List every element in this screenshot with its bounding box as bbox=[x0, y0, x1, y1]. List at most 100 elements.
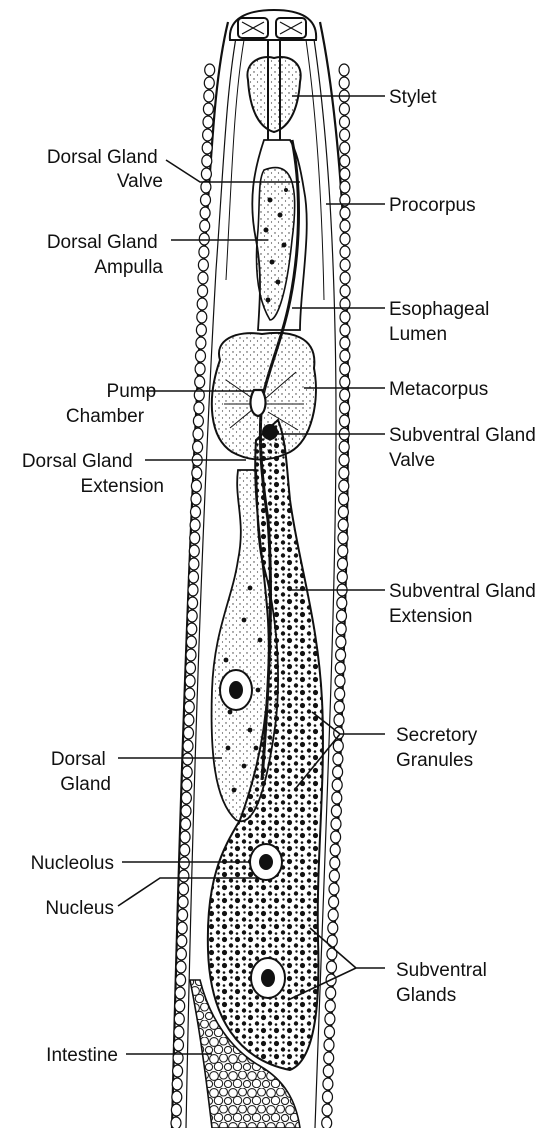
annule-right bbox=[340, 311, 350, 323]
annule-right bbox=[340, 207, 350, 219]
annule-right bbox=[339, 103, 349, 115]
annule-right bbox=[340, 272, 350, 284]
annule-right bbox=[331, 818, 341, 830]
annule-right bbox=[340, 181, 350, 193]
annule-left bbox=[181, 818, 191, 830]
annule-left bbox=[179, 857, 189, 869]
annule-right bbox=[340, 415, 350, 427]
annule-right bbox=[340, 233, 350, 245]
annule-right bbox=[338, 519, 348, 531]
annule-right bbox=[323, 1078, 333, 1090]
annule-right bbox=[330, 844, 340, 856]
annule-left bbox=[194, 402, 204, 414]
annule-left bbox=[195, 376, 205, 388]
annule-left bbox=[205, 64, 215, 76]
annule-left bbox=[196, 324, 206, 336]
annule-right bbox=[340, 337, 350, 349]
annule-left bbox=[203, 129, 213, 141]
label-dorsal-gland-extension: Dorsal Gland Extension bbox=[22, 451, 164, 497]
annule-left bbox=[195, 363, 205, 375]
annule-right bbox=[322, 1104, 332, 1116]
annule-left bbox=[199, 233, 209, 245]
annule-right bbox=[330, 857, 340, 869]
pump-chamber bbox=[251, 390, 266, 416]
annule-left bbox=[203, 103, 213, 115]
annule-left bbox=[192, 467, 202, 479]
annule-right bbox=[325, 1013, 335, 1025]
annule-left bbox=[181, 805, 191, 817]
annule-right bbox=[333, 753, 343, 765]
subventral-gland-nucleus-upper bbox=[250, 844, 282, 880]
dorsal-gland-nucleus bbox=[220, 670, 252, 710]
annule-right bbox=[340, 129, 350, 141]
annule-right bbox=[340, 259, 350, 271]
annule-right bbox=[336, 636, 346, 648]
annule-right bbox=[336, 623, 346, 635]
annule-right bbox=[339, 467, 349, 479]
annule-right bbox=[339, 493, 349, 505]
annule-left bbox=[175, 987, 185, 999]
annule-left bbox=[190, 532, 200, 544]
annule-left bbox=[176, 974, 186, 986]
annule-left bbox=[197, 298, 207, 310]
annule-right bbox=[322, 1117, 332, 1128]
annule-right bbox=[337, 597, 347, 609]
annule-left bbox=[199, 246, 209, 258]
annule-left bbox=[186, 662, 196, 674]
annule-right bbox=[340, 324, 350, 336]
annule-right bbox=[327, 961, 337, 973]
annule-left bbox=[188, 584, 198, 596]
annule-right bbox=[339, 77, 349, 89]
annule-right bbox=[339, 64, 349, 76]
annule-right bbox=[337, 571, 347, 583]
annule-right bbox=[338, 506, 348, 518]
annule-right bbox=[340, 389, 350, 401]
annule-right bbox=[339, 480, 349, 492]
annule-right bbox=[340, 350, 350, 362]
annule-right bbox=[339, 441, 349, 453]
annule-left bbox=[177, 935, 187, 947]
annule-right bbox=[340, 155, 350, 167]
annule-right bbox=[335, 688, 345, 700]
annule-left bbox=[187, 610, 197, 622]
annule-right bbox=[332, 792, 342, 804]
annule-left bbox=[189, 558, 199, 570]
annule-left bbox=[187, 623, 197, 635]
annule-left bbox=[178, 896, 188, 908]
annule-right bbox=[338, 545, 348, 557]
annule-left bbox=[174, 1026, 184, 1038]
annule-right bbox=[328, 909, 338, 921]
subventral-gland-nucleus-lower bbox=[251, 958, 285, 998]
label-metacorpus: Metacorpus bbox=[389, 379, 488, 400]
annule-right bbox=[334, 714, 344, 726]
annule-left bbox=[171, 1104, 181, 1116]
annule-left bbox=[203, 116, 213, 128]
annule-right bbox=[340, 376, 350, 388]
annule-left bbox=[180, 831, 190, 843]
label-intestine: Intestine bbox=[46, 1045, 118, 1066]
annule-right bbox=[331, 831, 341, 843]
label-nucleolus: Nucleolus bbox=[31, 853, 114, 874]
annule-left bbox=[188, 597, 198, 609]
annule-left bbox=[184, 714, 194, 726]
annule-left bbox=[197, 311, 207, 323]
annule-left bbox=[179, 870, 189, 882]
annule-left bbox=[202, 155, 212, 167]
annule-left bbox=[177, 922, 187, 934]
annule-left bbox=[200, 220, 210, 232]
annule-left bbox=[204, 77, 214, 89]
annule-right bbox=[336, 649, 346, 661]
annule-right bbox=[323, 1091, 333, 1103]
annule-left bbox=[193, 441, 203, 453]
annule-right bbox=[325, 1026, 335, 1038]
annule-left bbox=[189, 545, 199, 557]
annule-left bbox=[173, 1065, 183, 1077]
annule-left bbox=[201, 194, 211, 206]
annule-left bbox=[182, 766, 192, 778]
annule-left bbox=[172, 1091, 182, 1103]
annule-left bbox=[191, 480, 201, 492]
annule-right bbox=[326, 987, 336, 999]
annule-left bbox=[198, 272, 208, 284]
annule-left bbox=[175, 1000, 185, 1012]
